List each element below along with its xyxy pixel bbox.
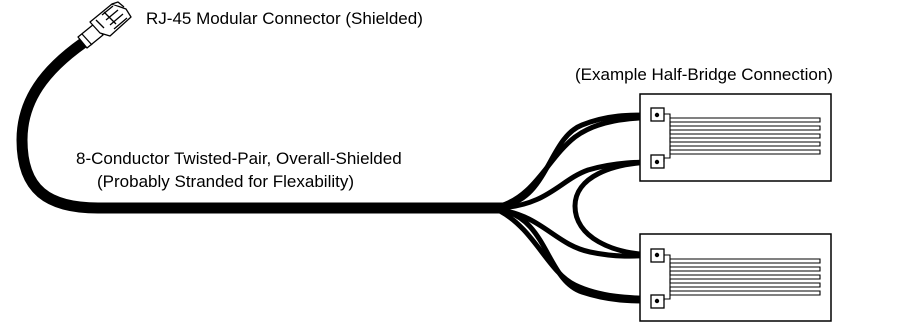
half-bridge-label: (Example Half-Bridge Connection) [575,65,833,84]
connector-label: RJ-45 Modular Connector (Shielded) [146,9,423,28]
conductor-wires [497,112,662,304]
shielded-cable [16,38,505,214]
cable-description-line2: (Probably Stranded for Flexability) [97,172,355,191]
terminal-pads [654,112,660,304]
strain-gauge-bottom [639,233,832,322]
cable-description-line1: 8-Conductor Twisted-Pair, Overall-Shield… [76,149,402,168]
strain-gauge-top [639,93,832,182]
rj45-connector-icon [77,1,132,49]
